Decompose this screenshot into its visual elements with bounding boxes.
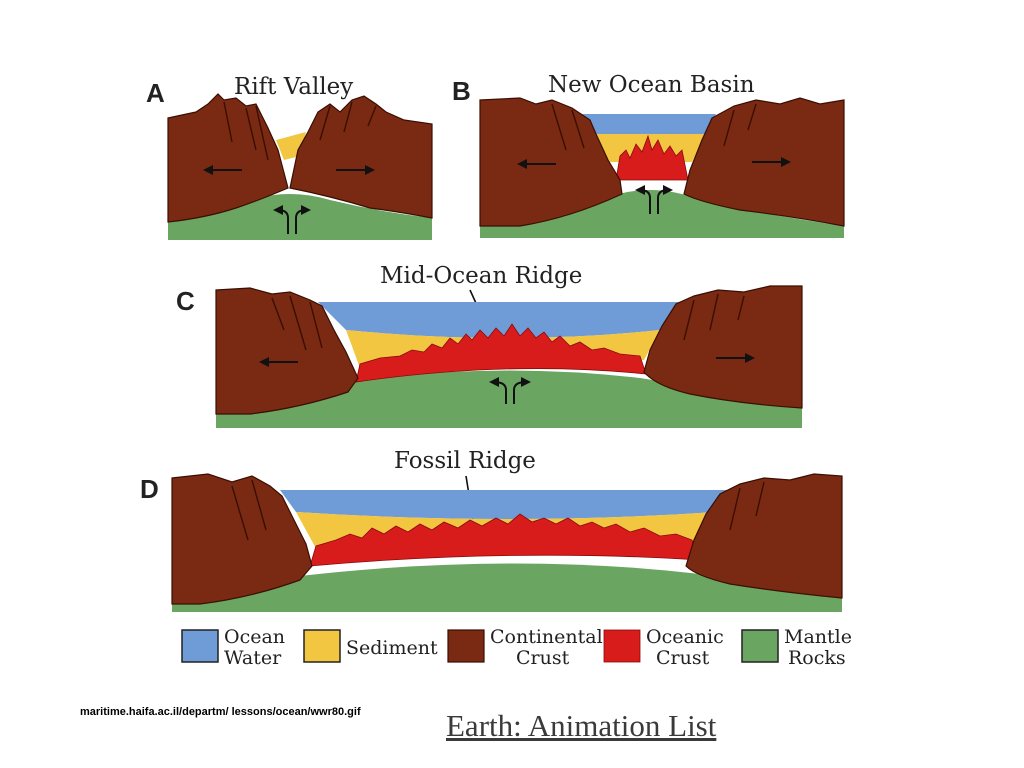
panel-c-right-continent — [643, 285, 803, 409]
panel-c: C Mid-Ocean Ridge — [176, 263, 803, 428]
legend-label-sediment: Sediment — [346, 637, 438, 659]
panel-a: A Rift Valley — [146, 74, 433, 240]
panel-b-ocean — [582, 114, 716, 134]
panel-c-oceanic-crust — [355, 323, 647, 383]
panel-a-upwelling-arrows — [273, 205, 311, 234]
legend-label-ocean-line1: Ocean — [224, 626, 285, 648]
legend-label-oceanic-line2: Crust — [656, 647, 710, 669]
legend-swatch-sediment — [303, 629, 341, 663]
legend-label-continental-line1: Continental — [490, 626, 603, 648]
panel-b-oceanic-crust — [615, 134, 689, 181]
panel-b-letter: B — [452, 76, 471, 106]
legend: Ocean Water Sediment Continental Crust O… — [181, 626, 852, 669]
panel-b: B New Ocean Basin — [452, 72, 845, 238]
panel-c-mantle — [216, 370, 802, 428]
legend-label-mantle-line1: Mantle — [784, 626, 852, 648]
legend-swatch-oceanic-crust — [603, 629, 641, 663]
panel-d-left-continent — [171, 473, 313, 605]
legend-swatch-ocean-water — [181, 629, 219, 663]
source-caption: maritime.haifa.ac.il/departm/ lessons/oc… — [80, 706, 361, 718]
panel-c-title: Mid-Ocean Ridge — [380, 263, 582, 289]
panel-d-oceanic-crust — [309, 513, 701, 567]
panel-b-mantle — [480, 190, 844, 238]
legend-item-continental-crust: Continental Crust — [447, 626, 603, 669]
panel-a-letter: A — [146, 78, 165, 108]
panel-b-title: New Ocean Basin — [548, 72, 755, 98]
animation-list-link[interactable]: Earth: Animation List — [446, 708, 717, 743]
panel-d-right-continent — [685, 473, 843, 599]
legend-swatch-mantle-rocks — [741, 629, 779, 663]
legend-item-oceanic-crust: Oceanic Crust — [603, 626, 724, 669]
panel-c-ocean — [318, 302, 682, 338]
panel-c-letter: C — [176, 286, 195, 316]
panel-a-right-continent — [289, 95, 433, 219]
legend-label-continental-line2: Crust — [516, 647, 570, 669]
panel-d: D Fossil Ridge — [140, 448, 843, 612]
panel-d-mantle — [172, 563, 842, 612]
panel-b-upwelling-arrows — [635, 185, 673, 214]
legend-label-mantle-line2: Rocks — [788, 647, 846, 669]
legend-item-mantle-rocks: Mantle Rocks — [741, 626, 852, 669]
panel-d-letter: D — [140, 474, 159, 504]
panel-d-title: Fossil Ridge — [394, 448, 536, 474]
legend-item-ocean-water: Ocean Water — [181, 626, 285, 669]
panel-a-left-continent — [167, 93, 289, 223]
legend-label-oceanic-line1: Oceanic — [646, 626, 724, 648]
panel-a-title: Rift Valley — [234, 74, 353, 100]
legend-swatch-continental-crust — [447, 629, 485, 663]
panel-b-left-continent — [479, 97, 623, 227]
panel-d-ocean — [280, 490, 740, 519]
legend-item-sediment: Sediment — [303, 629, 438, 663]
panel-c-upwelling-arrows — [489, 377, 531, 404]
panel-c-left-continent — [215, 287, 359, 415]
legend-label-ocean-line2: Water — [224, 647, 282, 669]
